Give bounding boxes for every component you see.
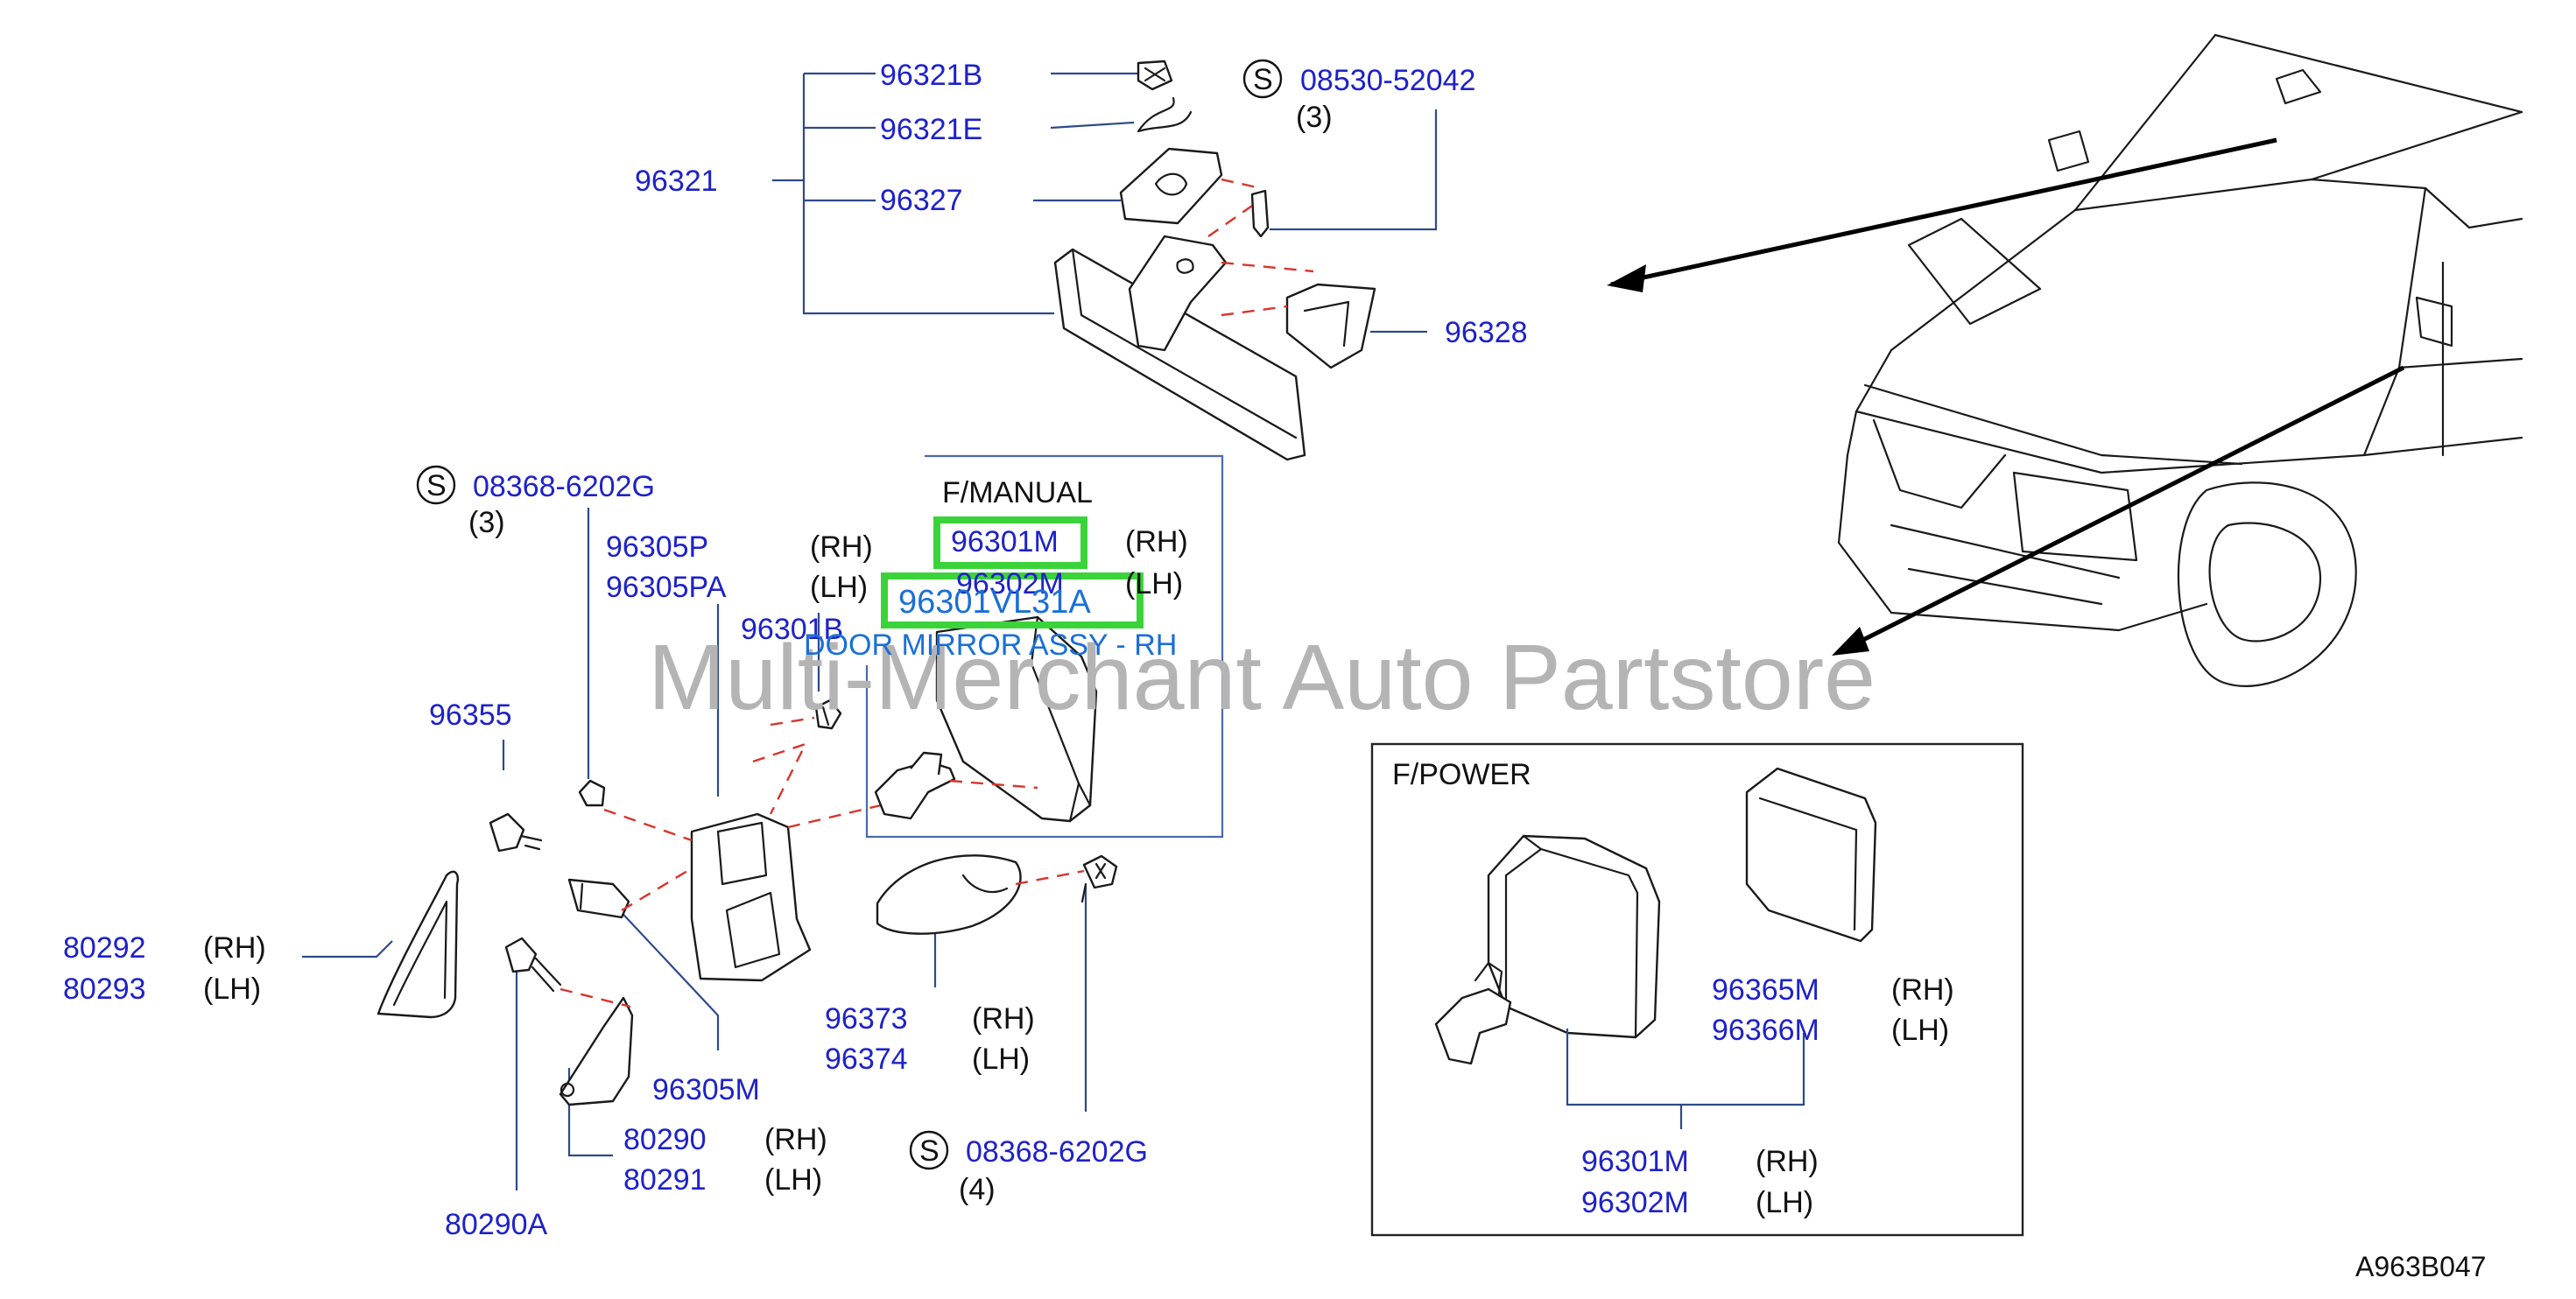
part-96327[interactable]: 96327 (880, 184, 963, 217)
part-96302M-manual[interactable]: 96302M (956, 567, 1064, 600)
highlight-box-96301M (933, 516, 1087, 569)
s-marker-top-letter: S (1253, 63, 1273, 96)
manual-mirror-drawing (874, 615, 1098, 823)
manual-box-dashes (949, 779, 1038, 790)
qty-08368-left: (3) (468, 506, 505, 539)
part-96365M[interactable]: 96365M (1712, 973, 1819, 1007)
part-96305P[interactable]: 96305P (606, 530, 708, 564)
part-96321B[interactable]: 96321B (880, 59, 982, 92)
fmanual-box (865, 454, 1224, 839)
part-96374[interactable]: 96374 (825, 1043, 908, 1076)
cover-96373-drawing (876, 854, 1022, 935)
side-lh-96374: (LH) (972, 1043, 1030, 1076)
part-96302M-power[interactable]: 96302M (1581, 1186, 1689, 1219)
part-96366M[interactable]: 96366M (1712, 1014, 1819, 1047)
side-lh-power: (LH) (1756, 1186, 1813, 1219)
part-08530-52042[interactable]: 08530-52042 (1300, 64, 1475, 97)
side-rh-96305P: (RH) (810, 530, 873, 564)
door-corner-drawing (377, 699, 842, 1106)
watermark: Multi-Merchant Auto Partstore (648, 626, 1876, 729)
side-rh-power: (RH) (1756, 1145, 1819, 1178)
side-lh-96305PA: (LH) (810, 571, 868, 604)
side-rh-80290: (RH) (764, 1123, 827, 1156)
inside-mirror-dashes (1207, 178, 1314, 317)
side-lh-96366M: (LH) (1891, 1014, 1949, 1047)
side-rh-96373: (RH) (972, 1002, 1035, 1036)
part-80290[interactable]: 80290 (623, 1123, 707, 1156)
screw-08368b-drawing (1015, 854, 1118, 903)
fmanual-title: F/MANUAL (942, 476, 1093, 509)
truck-illustration (1837, 33, 2523, 687)
part-96321[interactable]: 96321 (635, 165, 718, 198)
part-96301B[interactable]: 96301B (741, 613, 843, 646)
highlighted-part-description: DOOR MIRROR ASSY - RH (804, 628, 1177, 662)
part-96373[interactable]: 96373 (825, 1002, 908, 1036)
part-96301M-manual[interactable]: 96301M (951, 525, 1059, 558)
side-rh-80292: (RH) (203, 931, 266, 965)
inside-mirror-leaders (772, 72, 1438, 334)
s-marker-bottom-letter: S (919, 1134, 940, 1168)
side-lh-80291: (LH) (764, 1163, 822, 1197)
part-96321E[interactable]: 96321E (880, 113, 982, 146)
s-markers (416, 59, 1283, 1170)
side-rh-96365M: (RH) (1891, 973, 1954, 1007)
part-08368-6202G-left[interactable]: 08368-6202G (473, 470, 655, 503)
part-80293[interactable]: 80293 (63, 972, 146, 1006)
part-80291[interactable]: 80291 (623, 1163, 707, 1197)
part-96305PA[interactable]: 96305PA (606, 571, 727, 604)
highlighted-part-number[interactable]: 96301VL31A (898, 584, 1091, 621)
fpower-title: F/POWER (1392, 758, 1531, 791)
part-08368-6202G-bottom[interactable]: 08368-6202G (966, 1135, 1148, 1169)
qty-08530: (3) (1296, 101, 1333, 134)
diagram-code: A963B047 (2355, 1251, 2486, 1282)
part-96301M-power[interactable]: 96301M (1581, 1145, 1689, 1178)
highlight-box-96301VL31A (881, 572, 1144, 628)
door-corner-leaders (302, 508, 1087, 1190)
part-96355[interactable]: 96355 (429, 699, 512, 732)
side-rh-manual: (RH) (1125, 525, 1188, 558)
power-box-leaders (1566, 1029, 1805, 1129)
part-96328[interactable]: 96328 (1445, 316, 1528, 349)
qty-08368-bottom: (4) (959, 1173, 996, 1206)
s-marker-left-letter: S (426, 469, 447, 502)
side-lh-manual: (LH) (1125, 567, 1183, 600)
power-mirror-drawing (1434, 767, 1877, 1065)
part-80292[interactable]: 80292 (63, 931, 146, 965)
inside-mirror-drawing (1053, 60, 1376, 461)
truck-pointer-arrows (1607, 137, 2405, 656)
part-80290A[interactable]: 80290A (445, 1208, 548, 1241)
fpower-box (1370, 742, 2024, 1237)
side-lh-80293: (LH) (203, 972, 261, 1006)
part-96305M[interactable]: 96305M (652, 1073, 760, 1106)
door-corner-dashes (560, 716, 911, 1008)
